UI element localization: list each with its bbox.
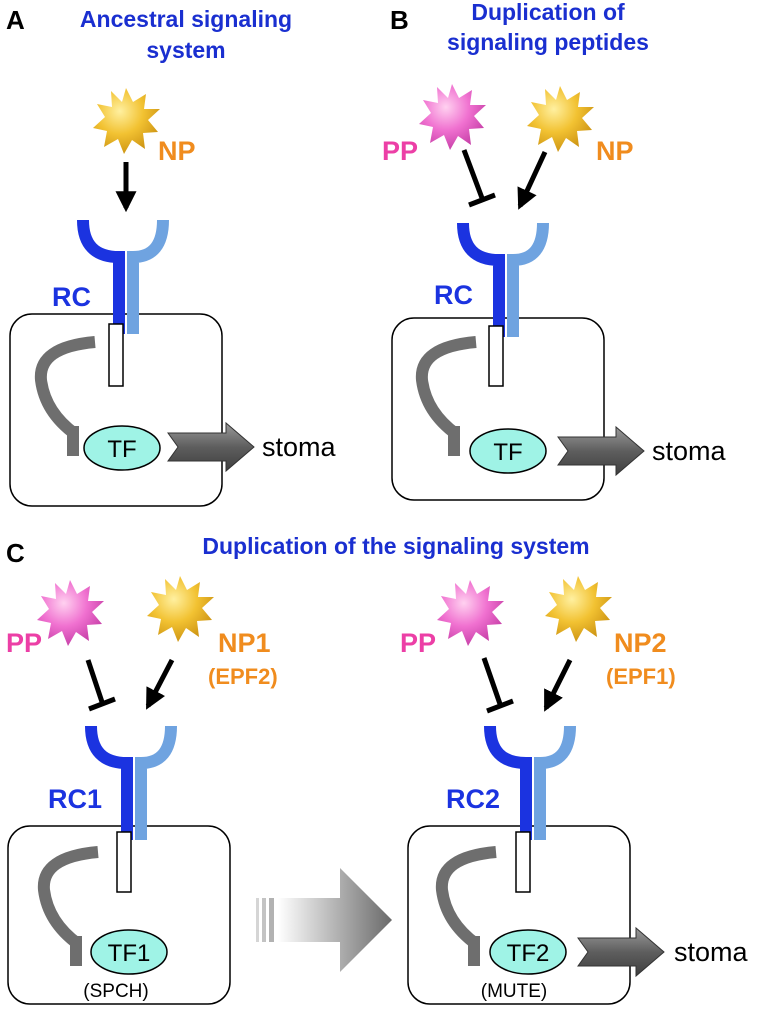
pp-star-icon [419, 84, 486, 150]
rc2-label: RC2 [446, 784, 500, 814]
panel-letter-b: B [390, 5, 409, 35]
panel-c: C Duplication of the signaling system PP… [6, 533, 749, 1005]
tf-label: TF [493, 439, 522, 466]
panel-a-title-line1: Ancestral signaling [80, 6, 292, 32]
pp-label: PP [400, 628, 436, 658]
pp-label: PP [6, 628, 42, 658]
tf-ellipse-a [83, 425, 161, 471]
cell-left [7, 825, 231, 1005]
epf1-label: (EPF1) [606, 664, 676, 689]
inhibition-line [461, 149, 485, 199]
np-star-icon [93, 88, 160, 154]
panel-b-title-line2: signaling peptides [447, 29, 649, 55]
tf2-label: TF2 [507, 940, 550, 967]
panel-b-title-line1: Duplication of [471, 0, 625, 25]
activation-arrow [543, 658, 573, 712]
pp-label: PP [382, 136, 418, 166]
inhibition-bar [468, 192, 496, 208]
pp-star-icon [37, 580, 104, 646]
np1-label: NP1 [218, 628, 271, 658]
panel-b: B Duplication of signaling peptides PP N… [382, 0, 727, 501]
receptor-stem-a [108, 323, 124, 387]
system-left: PP NP1 (EPF2) RC1 TF1 (SPCH) [6, 576, 278, 1005]
stoma-label: stoma [674, 937, 749, 967]
panel-letter-a: A [6, 5, 25, 35]
stoma-label: stoma [262, 432, 337, 462]
panel-letter-c: C [6, 538, 25, 568]
rc-label: RC [52, 282, 91, 312]
tf2-ellipse [489, 929, 567, 975]
inhibition-line [85, 659, 105, 703]
panel-c-title: Duplication of the signaling system [202, 533, 589, 559]
receptor-stem-left [116, 831, 132, 893]
rc1-label: RC1 [48, 784, 102, 814]
np-label: NP [596, 136, 634, 166]
np-star-icon [545, 576, 612, 642]
activation-arrow [145, 658, 175, 710]
epf2-label: (EPF2) [208, 664, 278, 689]
receptor-right [490, 726, 570, 840]
rc-label: RC [434, 280, 473, 310]
tf-ellipse-b [469, 428, 547, 474]
transition-arrow-icon [256, 868, 392, 972]
inhibition-bar [88, 696, 116, 712]
tf-label: TF [107, 436, 136, 463]
system-right: PP NP2 (EPF1) RC2 TF2 (MUTE) stoma [400, 576, 749, 1005]
np-star-icon [527, 86, 594, 152]
np2-label: NP2 [614, 628, 667, 658]
tf1-ellipse [90, 929, 168, 975]
mute-label: (MUTE) [481, 981, 547, 1002]
activation-arrow [517, 150, 548, 210]
tf1-label: TF1 [108, 940, 151, 967]
stoma-label: stoma [652, 436, 727, 466]
inhibition-bar [486, 698, 514, 714]
pp-star-icon [437, 580, 504, 646]
receptor-stem-right [515, 831, 531, 893]
np-star-icon [147, 576, 214, 642]
receptor-left [91, 726, 171, 840]
inhibition-line [481, 657, 503, 705]
cell-right [407, 825, 631, 1005]
panel-a: A Ancestral signaling system NP RC TF st… [6, 5, 337, 507]
receptor-stem-b [488, 325, 504, 387]
panel-a-title-line2: system [146, 37, 225, 63]
np-label: NP [158, 136, 196, 166]
spch-label: (SPCH) [83, 981, 148, 1002]
